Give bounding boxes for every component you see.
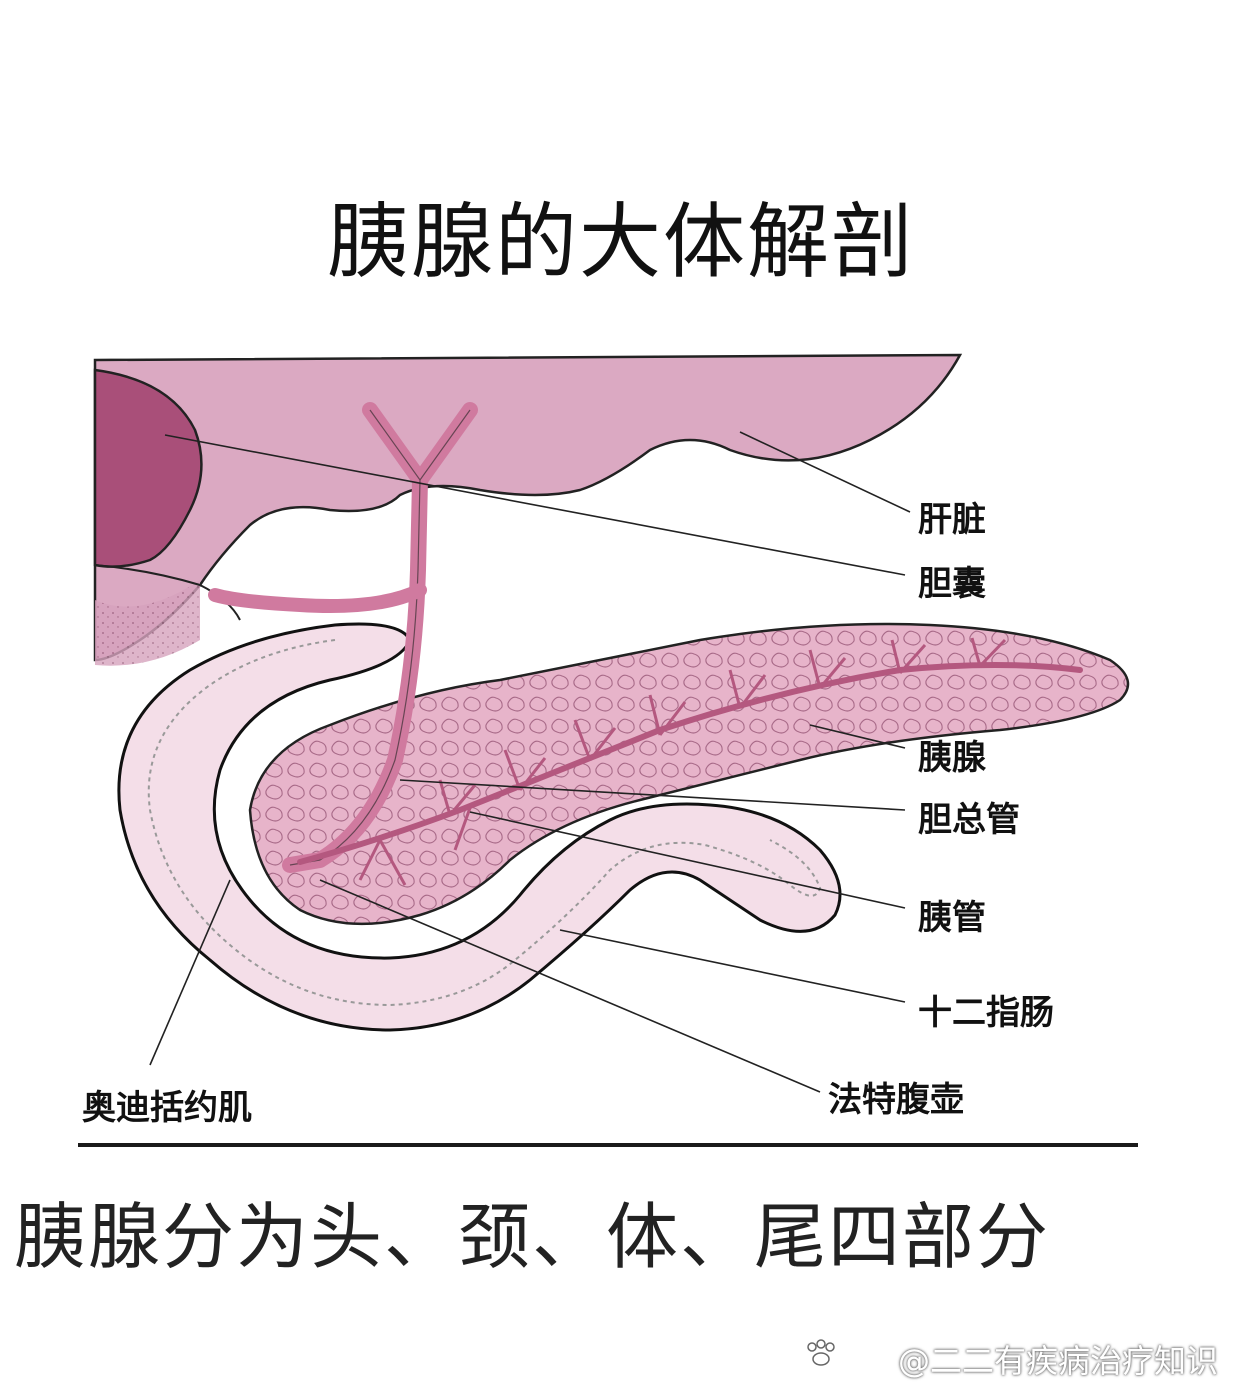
label-ampulla: 法特腹壶 (828, 1080, 964, 1120)
label-pancreatic-duct: 胰管 (918, 898, 986, 938)
caption-text: 胰腺分为头、颈、体、尾四部分 (14, 1195, 1051, 1279)
paw-icon (807, 1339, 835, 1366)
watermark-text: @二二有疾病治疗知识 (897, 1342, 1218, 1380)
label-common-bile-duct: 胆总管 (918, 800, 1020, 840)
liver-shape (93, 353, 963, 662)
label-sphincter: 奥迪括约肌 (82, 1088, 252, 1128)
pancreas-anatomy-illustration (93, 353, 1130, 1093)
label-liver: 肝脏 (918, 500, 986, 540)
pancreas-shape (248, 622, 1130, 926)
label-pancreas: 胰腺 (918, 738, 986, 778)
gallbladder-shape (93, 368, 203, 568)
divider-line (78, 1143, 1138, 1147)
leader-lines (149, 431, 911, 1093)
diagram-title: 胰腺的大体解剖 (326, 195, 915, 290)
duodenum-shape (117, 622, 842, 1032)
label-gallbladder: 胆囊 (918, 564, 986, 604)
label-duodenum: 十二指肠 (918, 993, 1054, 1033)
